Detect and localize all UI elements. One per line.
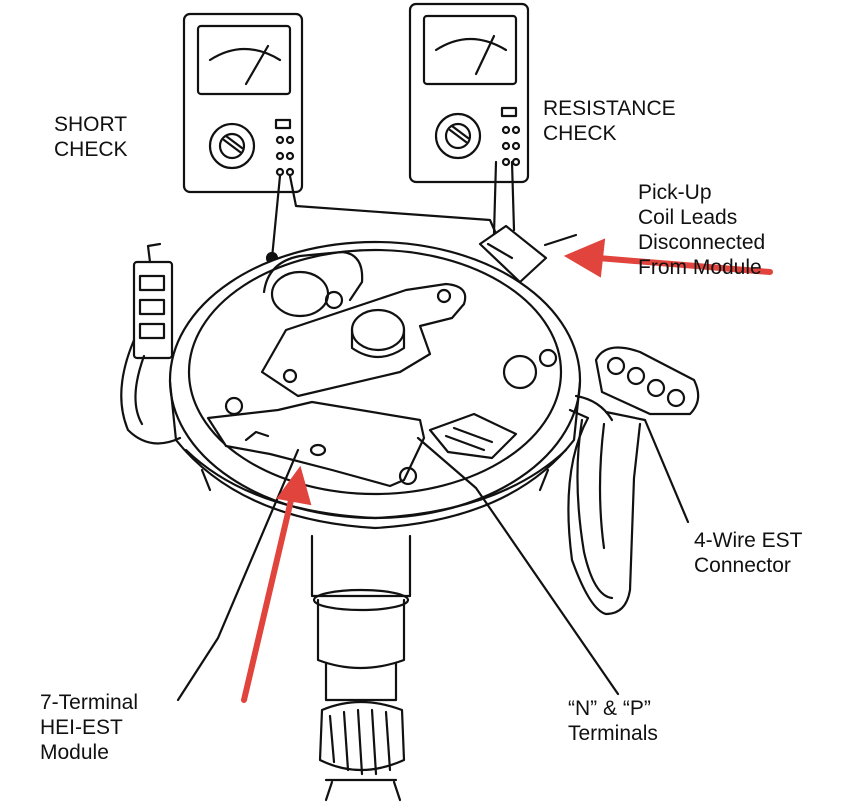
four-wire-connector-illustration [567, 346, 700, 616]
pickup-coil-line-2: Coil Leads [638, 206, 738, 229]
terminals-leader-line [416, 436, 620, 696]
wire-connector-line-1: 4-Wire EST [694, 529, 803, 552]
pickup-coil-line-4: From Module [638, 256, 762, 279]
pickup-leader-line [543, 233, 578, 247]
resistance-check-meter [408, 2, 530, 184]
short-check-line-2: CHECK [54, 138, 128, 161]
module-line-2: HEI-EST [40, 716, 123, 739]
pickup-coil-label: Pick-Up Coil Leads Disconnected From Mod… [638, 180, 765, 280]
module-leader-line [176, 448, 300, 702]
module-label: 7-Terminal HEI-EST Module [40, 690, 138, 765]
terminals-label: “N” & “P” Terminals [568, 696, 658, 746]
connector-leader-line [604, 410, 690, 524]
resistance-check-line-1: RESISTANCE [543, 97, 676, 120]
module-line-3: Module [40, 741, 109, 764]
module-line-1: 7-Terminal [40, 691, 139, 714]
pickup-arrow-icon [595, 255, 773, 275]
wire-connector-label: 4-Wire EST Connector [694, 528, 803, 578]
pickup-coil-line-3: Disconnected [638, 231, 766, 254]
terminals-line-1: “N” & “P” [568, 697, 651, 720]
terminals-line-2: Terminals [568, 722, 658, 745]
short-check-meter [182, 12, 304, 194]
short-check-label: SHORT CHECK [54, 112, 128, 162]
module-arrow-icon [241, 493, 295, 703]
short-check-line-1: SHORT [54, 113, 128, 136]
resistance-check-label: RESISTANCE CHECK [543, 96, 676, 146]
pickup-coil-line-1: Pick-Up [638, 181, 712, 204]
resistance-check-line-2: CHECK [543, 122, 617, 145]
wire-connector-line-2: Connector [694, 554, 791, 577]
